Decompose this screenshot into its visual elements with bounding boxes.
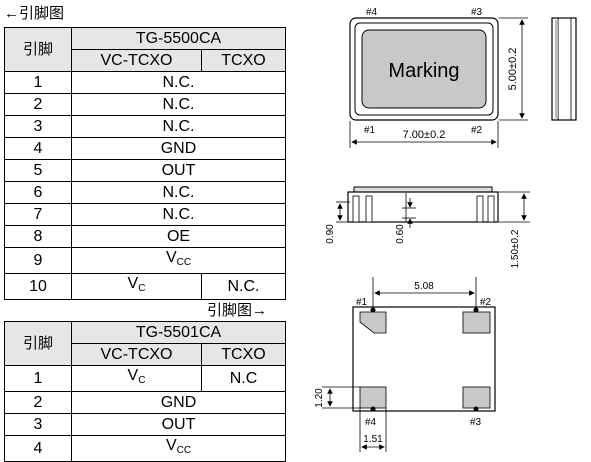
pin3-label: #3 xyxy=(471,7,483,18)
table-row: 1 VC N.C xyxy=(4,365,286,392)
width-dimension: 7.00±0.2 xyxy=(403,129,446,141)
pad-height-dimension: 1.20 xyxy=(314,388,325,408)
model-header: TG-5501CA xyxy=(71,321,286,344)
marking-label: Marking xyxy=(388,60,459,82)
bottom-pin3-label: #3 xyxy=(470,417,482,428)
dim-0-60: 0.60 xyxy=(395,224,406,244)
top-view: Marking #4 #3 #1 #2 7.00±0.2 5.00±0.2 xyxy=(349,7,528,148)
pad-width-dimension: 1.51 xyxy=(363,434,383,445)
pin2-label: #2 xyxy=(471,125,483,136)
bottom-pin1-label: #1 xyxy=(356,297,368,308)
pin1-label: #1 xyxy=(364,125,376,136)
dim-0-90: 0.90 xyxy=(325,224,336,244)
vc-tcxo-function: VC xyxy=(71,365,202,392)
bottom-pin4-label: #4 xyxy=(365,417,377,428)
pin-function: VCC xyxy=(71,435,286,462)
height-dimension: 5.00±0.2 xyxy=(507,48,519,91)
pitch-dimension: 5.08 xyxy=(414,281,434,292)
vc-tcxo-function: VC xyxy=(71,273,202,300)
bottom-view: 5.08 #1 #2 #4 #3 1.20 1.51 xyxy=(314,277,496,452)
pin-diagram-caption-top: ←引脚图 xyxy=(4,5,65,22)
vc-tcxo-header: VC-TCXO xyxy=(71,49,202,72)
side-edge-view xyxy=(551,17,577,121)
pin-column-header: 引脚 xyxy=(4,321,72,366)
pin-function: N.C. xyxy=(71,71,286,94)
model-header: TG-5500CA xyxy=(71,27,286,50)
pin-number: 1 xyxy=(4,365,72,392)
pin-function: VCC xyxy=(71,247,286,274)
table-row: 10 VC N.C. xyxy=(4,273,286,300)
pin4-label: #4 xyxy=(366,7,378,18)
pin-function: N.C. xyxy=(71,181,286,204)
bottom-pin2-label: #2 xyxy=(480,297,492,308)
pin-diagram-caption-mid: 引脚图→ xyxy=(207,302,268,319)
tcxo-header: TCXO xyxy=(201,49,286,72)
pin-column-header: 引脚 xyxy=(4,27,72,72)
tcxo-function: N.C. xyxy=(201,273,286,300)
vc-tcxo-header: VC-TCXO xyxy=(71,343,202,366)
tcxo-header: TCXO xyxy=(201,343,286,366)
side-view: 0.90 0.60 1.50±0.2 xyxy=(325,186,530,268)
tcxo-function: N.C xyxy=(201,365,286,392)
dim-1-50: 1.50±0.2 xyxy=(510,229,521,268)
pin-number: 10 xyxy=(4,273,72,300)
pin-function: OUT xyxy=(71,159,286,182)
